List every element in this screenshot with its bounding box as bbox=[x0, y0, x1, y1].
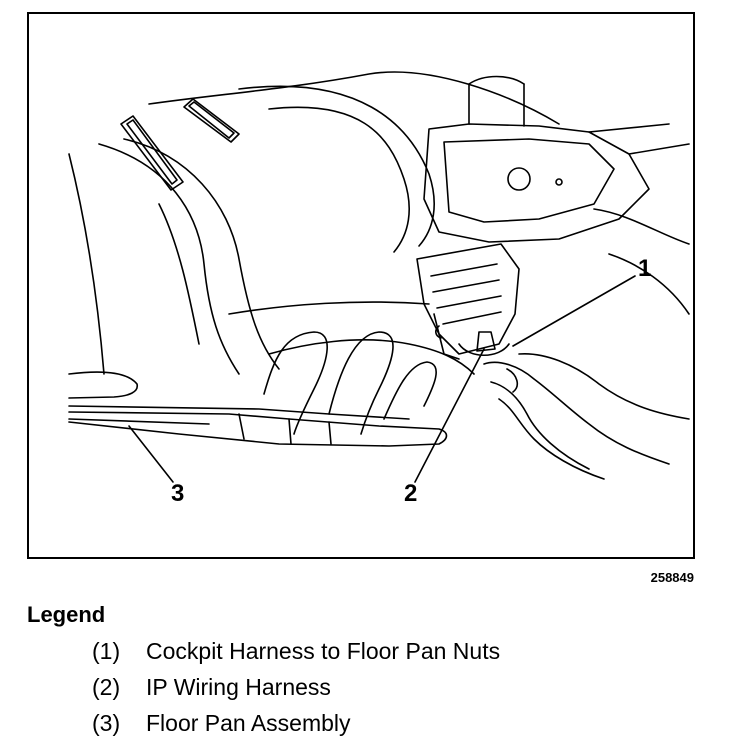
legend-item-number: (2) bbox=[92, 674, 121, 700]
tunnel-hump bbox=[98, 143, 240, 375]
legend-title: Legend bbox=[27, 602, 106, 627]
connector-bolt bbox=[476, 331, 496, 352]
firewall-panel bbox=[423, 123, 650, 243]
figure-number: 258849 bbox=[650, 570, 694, 585]
hand-outline bbox=[483, 361, 670, 465]
legend-item: (2) IP Wiring Harness bbox=[92, 674, 331, 701]
legend-item-label: Floor Pan Assembly bbox=[146, 710, 351, 736]
leader-3 bbox=[128, 425, 174, 483]
legend-item-label: IP Wiring Harness bbox=[146, 674, 331, 700]
floor-pan-edge bbox=[68, 411, 448, 447]
floor-pan-illustration bbox=[68, 71, 690, 483]
legend-item-label: Cockpit Harness to Floor Pan Nuts bbox=[146, 638, 501, 664]
roof-vent-right bbox=[183, 98, 240, 143]
leader-1 bbox=[512, 275, 636, 347]
legend-item-number: (1) bbox=[92, 638, 121, 664]
harness-connector-housing bbox=[416, 243, 520, 355]
leader-2 bbox=[414, 348, 485, 483]
roof-vent-inner bbox=[126, 119, 178, 185]
floor-rib-left bbox=[263, 331, 328, 435]
callout-2: 2 bbox=[404, 480, 418, 507]
illustration-frame: 1 2 3 bbox=[27, 12, 695, 559]
panel-hole bbox=[507, 167, 531, 191]
floor-rib-right bbox=[383, 361, 437, 420]
legend-item: (1) Cockpit Harness to Floor Pan Nuts bbox=[92, 638, 500, 665]
callout-3: 3 bbox=[171, 480, 185, 507]
legend-item-number: (3) bbox=[92, 710, 121, 736]
callout-1: 1 bbox=[638, 255, 652, 282]
roof-vent-outline bbox=[120, 115, 184, 191]
legend-item: (3) Floor Pan Assembly bbox=[92, 710, 351, 737]
